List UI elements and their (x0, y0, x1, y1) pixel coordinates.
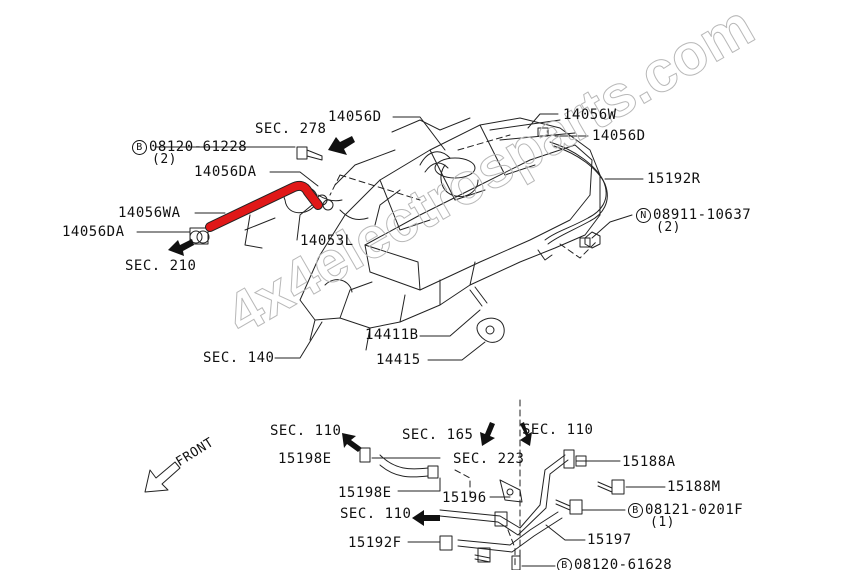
bolt-15188M (597, 479, 625, 495)
clamp-14056DA-lower (189, 227, 210, 245)
label-sec-110-a: SEC. 110 (270, 423, 342, 439)
arrow-sec165 (480, 422, 495, 446)
bolt-08121-0201F (555, 499, 583, 515)
label-14056D-right: 14056D (592, 128, 646, 144)
bolt-08120-61228 (296, 146, 323, 161)
part-number: 08120-61628 (574, 557, 673, 570)
label-15198E-b: 15198E (338, 485, 392, 501)
nut-08911-10637 (584, 231, 601, 249)
arrow-sec210 (168, 239, 194, 256)
label-sec-223: SEC. 223 (453, 451, 525, 467)
label-sec-210: SEC. 210 (125, 258, 197, 274)
label-14053L: 14053L (300, 233, 354, 249)
arrow-sec110-c (412, 510, 440, 526)
part-number: 08121-0201F (645, 502, 744, 518)
tube-15192R (544, 141, 607, 241)
bolt-15188A (563, 449, 587, 469)
label-15196: 15196 (442, 490, 487, 506)
label-sec-110-b: SEC. 110 (522, 422, 594, 438)
arrow-sec110-a (342, 433, 362, 452)
label-14411B: 14411B (365, 327, 419, 343)
label-15198E-a: 15198E (278, 451, 332, 467)
label-qty-2-a: (2) (152, 152, 177, 167)
part-number: 08120-61228 (149, 139, 248, 155)
label-15192F: 15192F (348, 535, 402, 551)
label-sec-110-c: SEC. 110 (340, 506, 412, 522)
label-15188M: 15188M (667, 479, 721, 495)
label-14056D-top: 14056D (328, 109, 382, 125)
label-14056DA-upper: 14056DA (194, 164, 257, 180)
arrow-sec278 (328, 136, 355, 155)
front-arrow (144, 461, 181, 493)
label-15197: 15197 (587, 532, 632, 548)
label-qty-1: (1) (650, 515, 675, 530)
label-sec-278: SEC. 278 (255, 121, 327, 137)
label-15188A: 15188A (622, 454, 676, 470)
badge-n: N (636, 208, 651, 223)
label-qty-2-b: (2) (656, 220, 681, 235)
label-15192R: 15192R (647, 171, 701, 187)
badge-b: B (132, 140, 147, 155)
arrow-sec110-b (520, 422, 532, 446)
bolt-08120-61628 (474, 547, 521, 570)
label-14056W: 14056W (563, 107, 617, 123)
label-sec-165: SEC. 165 (402, 427, 474, 443)
label-sec-140: SEC. 140 (203, 350, 275, 366)
label-14415: 14415 (376, 352, 421, 368)
label-14056WA: 14056WA (118, 205, 181, 221)
hose-15198E (359, 447, 439, 479)
hose-14056WA-highlighted (205, 180, 323, 232)
part-number: 08911-10637 (653, 207, 752, 223)
hose-14056D (419, 151, 451, 166)
badge-b: B (628, 503, 643, 518)
bracket-15196 (499, 479, 523, 503)
badge-b: B (557, 558, 572, 570)
label-14056DA-lower: 14056DA (62, 224, 125, 240)
